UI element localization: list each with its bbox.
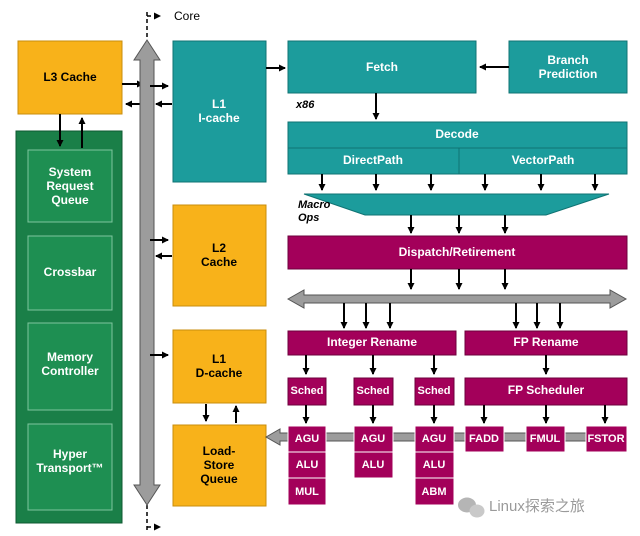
agu-label-3: AGU: [422, 433, 447, 445]
alu-label-3: ALU: [423, 459, 446, 471]
sched-to-unit-arrows: [302, 405, 609, 424]
wechat-icon: [458, 497, 485, 518]
lsq-line-1: Load-: [203, 444, 236, 458]
abm-unit: [414, 477, 455, 506]
watermark: Linux探索之旅: [458, 497, 585, 518]
fmul-label: FMUL: [530, 433, 561, 445]
sched-label-3: Sched: [417, 385, 450, 397]
agu-label-2: AGU: [361, 433, 386, 445]
agu-label-1: AGU: [295, 433, 320, 445]
watermark-text: Linux探索之旅: [489, 498, 585, 515]
dispatch-to-bus-arrows: [407, 269, 509, 290]
fetch-label: Fetch: [366, 60, 398, 74]
lsq-line-3: Queue: [200, 472, 238, 486]
lsq-line-2: Store: [204, 458, 235, 472]
bus-to-rename-arrows: [340, 303, 564, 329]
integer-rename-block: [287, 330, 457, 356]
macro-ops-funnel: [303, 193, 610, 216]
fp-scheduler-label: FP Scheduler: [508, 383, 585, 397]
srq-line-1: System: [49, 165, 92, 179]
decode-label: Decode: [435, 127, 479, 141]
directpath-label: DirectPath: [343, 153, 403, 167]
decode-block: [287, 121, 628, 149]
fstor-label: FSTOR: [587, 433, 624, 445]
x86-label: x86: [295, 99, 315, 111]
agu-unit-2: [353, 425, 394, 453]
mul-label: MUL: [295, 486, 319, 498]
hyper-transport-line-1: Hyper: [53, 447, 87, 461]
fadd-label: FADD: [469, 433, 499, 445]
l3-cache-label: L3 Cache: [43, 70, 97, 84]
sched-label-1: Sched: [290, 385, 323, 397]
alu-unit-2: [353, 451, 394, 479]
branch-prediction-line-2: Prediction: [539, 67, 598, 81]
l2-cache-line-2: Cache: [201, 255, 237, 269]
sched-block-1: [287, 377, 327, 406]
decode-output-arrows: [318, 174, 599, 191]
branch-prediction-line-1: Branch: [547, 53, 588, 67]
fstor-unit: [585, 425, 628, 453]
vectorpath-label: VectorPath: [512, 153, 575, 167]
dispatch-retirement-block: [287, 235, 628, 270]
crossbar-label: Crossbar: [44, 265, 97, 279]
core-label: Core: [174, 9, 200, 23]
hyper-transport-line-2: Transport™: [36, 461, 103, 475]
l1-dcache-block: [172, 329, 267, 404]
sched-block-3: [414, 377, 455, 406]
l2-cache-line-1: L2: [212, 241, 226, 255]
hyper-transport-block: [27, 423, 113, 511]
integer-rename-label: Integer Rename: [327, 335, 417, 349]
sched-label-2: Sched: [356, 385, 389, 397]
sched-block-2: [353, 377, 394, 406]
l3-cache-block: [17, 40, 123, 115]
system-request-queue-block: [27, 149, 113, 223]
load-store-queue-block: [172, 424, 267, 507]
l2-cache-block: [172, 204, 267, 307]
alu-unit-1: [287, 451, 327, 479]
core-bus: [133, 39, 161, 506]
l1-dcache-line-2: D-cache: [196, 366, 243, 380]
l1-icache-line-2: I-cache: [198, 111, 240, 125]
fetch-block: [287, 40, 477, 94]
memory-controller-block: [27, 322, 113, 411]
srq-line-2: Request: [46, 179, 93, 193]
alu-label-2: ALU: [362, 459, 385, 471]
vectorpath-block: [458, 147, 628, 175]
fadd-unit: [464, 425, 505, 453]
memory-controller-line-1: Memory: [47, 350, 93, 364]
abm-label: ABM: [421, 486, 446, 498]
alu-unit-3: [414, 451, 455, 479]
rename-to-sched-arrows: [302, 355, 550, 375]
dispatch-bus: [286, 289, 628, 309]
crossbar-block: [27, 235, 113, 311]
directpath-block: [287, 147, 460, 175]
mul-unit: [287, 477, 327, 506]
memory-controller-line-2: Controller: [41, 364, 99, 378]
macro-ops-line-1: Macro: [298, 199, 331, 211]
fmul-unit: [525, 425, 566, 453]
dispatch-retirement-label: Dispatch/Retirement: [399, 245, 516, 259]
l1-icache-line-1: L1: [212, 97, 226, 111]
fp-scheduler-block: [464, 377, 628, 406]
alu-label-1: ALU: [296, 459, 319, 471]
l1-dcache-line-1: L1: [212, 352, 226, 366]
srq-line-3: Queue: [51, 193, 89, 207]
fp-rename-label: FP Rename: [513, 335, 578, 349]
macro-ops-line-2: Ops: [298, 212, 319, 224]
l1-icache-block: [172, 40, 267, 183]
macro-ops-arrows: [407, 215, 509, 234]
